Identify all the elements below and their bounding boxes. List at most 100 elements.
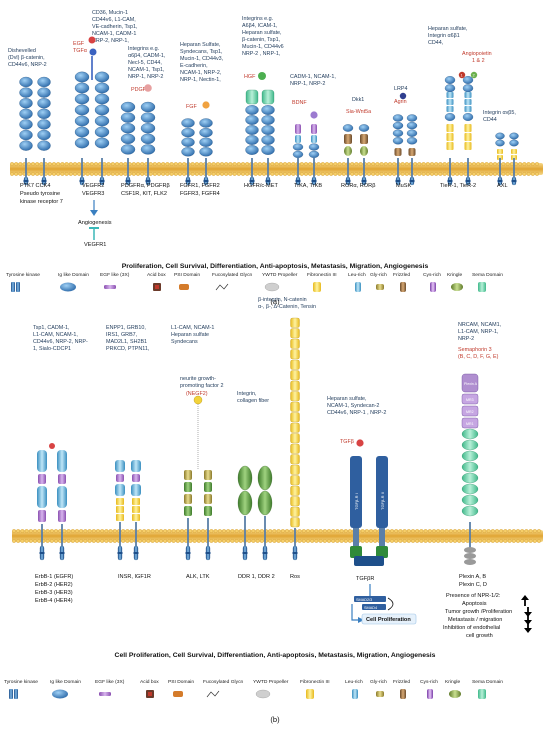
lipid-head [91, 539, 96, 543]
lipid-head [436, 529, 441, 533]
legend-label: Fucosylated Glycn [203, 679, 244, 685]
kinase-split [203, 180, 209, 182]
ig-domain [292, 150, 304, 158]
lipid-head [154, 529, 159, 533]
lipid-head [123, 172, 128, 176]
leu-rich [57, 450, 67, 472]
lipid-head [438, 172, 443, 176]
fibronectin-iii [290, 464, 300, 475]
lipid-head [348, 529, 352, 533]
lipid-head [358, 172, 363, 176]
lipid-head [222, 529, 226, 533]
legend-ywtd-icon [264, 282, 280, 292]
lipid-head [310, 539, 315, 543]
lipid-head [308, 172, 313, 176]
ig-domain [94, 93, 110, 105]
lipid-head [259, 529, 264, 533]
ig-domain [181, 137, 195, 147]
lipid-head [194, 162, 199, 166]
fibronectin-iii [446, 142, 454, 150]
ig-domain [261, 145, 275, 155]
receptor-csf1r: CSF1R, KIT, FLK2 [121, 191, 167, 197]
lipid-head [52, 172, 56, 176]
lipid-head [285, 539, 289, 543]
lipid-head [259, 539, 264, 543]
lipid-head [350, 162, 355, 166]
lipid-head [530, 172, 535, 176]
fibronectin-iii [290, 454, 300, 465]
lipid-head [507, 539, 512, 543]
receptor-vegfr-structure [94, 71, 110, 186]
lipid-head [404, 172, 409, 176]
ig-domain [140, 112, 156, 123]
ig-domain [140, 123, 156, 134]
tgfbr-ii-extracellular [376, 456, 388, 528]
legend-label: Ig like Domain [58, 272, 89, 278]
kinase-split [249, 180, 255, 182]
lipid-head [102, 172, 107, 176]
leu-rich [295, 135, 301, 143]
ig-domain [342, 124, 354, 132]
ig-domain [140, 101, 156, 113]
kinase-split [133, 552, 139, 554]
lipid-head [26, 162, 31, 166]
transmembrane-helix [513, 158, 515, 180]
receptor-trk-structure [308, 124, 320, 186]
ig-domain [444, 76, 456, 84]
fibronectin-iii [290, 506, 300, 517]
ig-domain [181, 127, 195, 138]
npr-effect-metastasis: Metastasis / migration [448, 617, 502, 623]
lipid-head [364, 539, 369, 543]
lipid-head [434, 162, 439, 166]
legend-kringle-icon [449, 690, 461, 698]
lipid-head [369, 529, 373, 533]
legend-label: Frizzled [393, 272, 410, 278]
legend-label: Acid box [147, 272, 166, 278]
legend-kinase-icon [11, 282, 15, 292]
lipid-head [163, 539, 168, 543]
legend-ywtd-icon [255, 689, 271, 699]
bdnf-ligand-icon [310, 111, 318, 119]
ig-domain [245, 125, 259, 135]
ig-domain [495, 132, 505, 140]
ig-domain [261, 115, 275, 125]
lipid-head [16, 539, 21, 543]
fibronectin-iii [497, 149, 503, 154]
lipid-head [18, 162, 23, 166]
lipid-head [148, 162, 153, 166]
lipid-head [314, 529, 319, 533]
lipid-head [268, 529, 273, 533]
npr-effects: Presence of NPR-1/2: Apoptosis Tumor gro… [443, 593, 532, 639]
transmembrane-helix [397, 158, 399, 180]
transmembrane-helix [127, 158, 129, 180]
lipid-head [463, 172, 468, 176]
lipid-head [108, 529, 113, 533]
lipid-head [224, 162, 229, 166]
ig-domain [245, 135, 259, 145]
lipid-head [26, 172, 31, 176]
lipid-head [465, 529, 470, 533]
lipid-head [73, 172, 77, 176]
lipid-head [68, 162, 73, 166]
kinase-split [465, 180, 471, 182]
lipid-head [136, 172, 140, 176]
lipid-head [169, 162, 174, 166]
lipid-head [262, 172, 266, 176]
cys-rich [132, 474, 140, 482]
lipid-head [331, 539, 336, 543]
lipid-head [56, 162, 61, 166]
lipid-head [383, 162, 388, 166]
lipid-head [390, 529, 394, 533]
legend-label: Acid box [140, 679, 159, 685]
ig-domain [37, 98, 51, 109]
legend-egf-like-icon [104, 285, 116, 289]
lipid-head [37, 539, 42, 543]
lipid-head [329, 172, 334, 176]
receptor-erbb3: ErbB-3 (HER3) [35, 590, 73, 596]
lipid-head [182, 172, 187, 176]
receptor-musk-structure [392, 114, 404, 186]
lipid-head [350, 172, 355, 176]
legend-acid-box-inner [155, 285, 159, 289]
lipid-head [448, 539, 453, 543]
